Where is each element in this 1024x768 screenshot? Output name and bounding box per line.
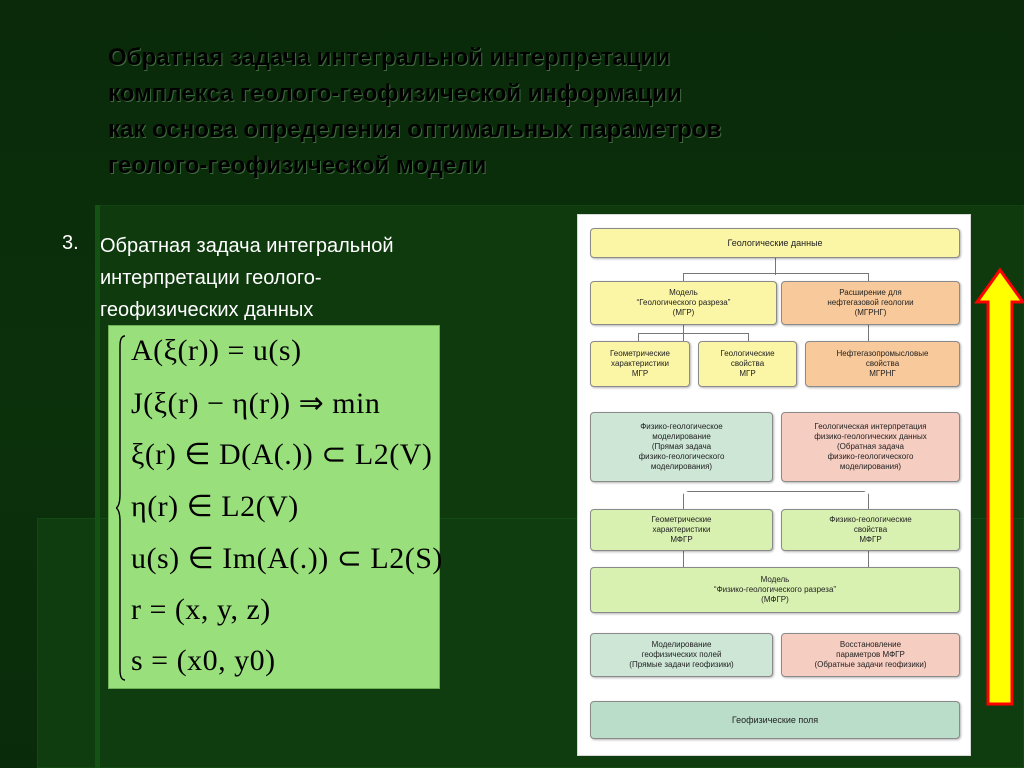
connector [775, 257, 776, 275]
list-item-line: интерпретации геолого- [100, 267, 322, 289]
box-label: физико-геологического [638, 452, 725, 461]
box-label: физико-геологического [827, 452, 914, 461]
box-label: Моделирование [651, 640, 712, 649]
connector [683, 273, 684, 281]
box-label: Модель [669, 288, 698, 297]
box-label: МГР [631, 369, 649, 378]
box-label: моделирования) [839, 462, 902, 471]
box-label: Геометрические [651, 515, 712, 524]
box-geoph-fields-modeling: Моделирование геофизических полей (Прямы… [590, 633, 773, 677]
title-line: Обратная задача интегральной интерпретац… [108, 44, 671, 71]
box-label: характеристики [652, 525, 711, 534]
box-label: (МГРНГ) [854, 308, 887, 317]
box-label: МГР [739, 369, 756, 378]
box-oil-props: Нефтегазопромысловые свойства МГРНГ [805, 341, 960, 387]
connector [868, 491, 869, 509]
connector [868, 273, 869, 281]
box-label: “Геологического разреза” [636, 298, 731, 307]
formula-line: η(r) ∈ L2(V) [131, 490, 299, 523]
box-geom-mgr: Геометрические характеристики МГР [590, 341, 690, 387]
box-label: свойства [853, 525, 888, 534]
box-label: Расширение для [839, 288, 902, 297]
arrow-down-icon [855, 484, 883, 494]
slide-title: Обратная задача интегральной интерпретац… [108, 40, 968, 184]
box-label: свойства [730, 359, 765, 368]
box-label: (МГР) [672, 308, 695, 317]
box-geol-props: Геологические свойства МГР [698, 341, 797, 387]
box-label: МГРНГ [869, 369, 896, 378]
arrow-down-icon [669, 395, 697, 405]
title-line: комплекса геолого-геофизической информац… [108, 80, 682, 107]
box-label: моделирование [652, 432, 711, 441]
formula-line: J(ξ(r) − η(r)) ⇒ min [131, 387, 381, 420]
connector [683, 551, 684, 567]
brace-icon [116, 335, 126, 681]
box-label: параметров МФГР [836, 650, 905, 659]
box-label: Геометрические [610, 349, 670, 358]
box-label: Геофизические поля [731, 715, 819, 725]
up-arrow-icon [974, 267, 1024, 706]
connector [868, 551, 869, 567]
box-fg-props: Физико-геологические свойства МФГР [781, 509, 960, 551]
flow-diagram: Геологические данные Модель “Геологическ… [577, 214, 971, 756]
box-label: характеристики [611, 359, 669, 368]
list-item-line: геофизических данных [100, 299, 314, 321]
box-label: (Обратная задача [837, 442, 904, 451]
box-geoph-fields: Геофизические поля [590, 701, 960, 739]
formula-line: u(s) ∈ Im(A(.)) ⊂ L2(S) [131, 542, 443, 575]
box-label: Геологические данные [727, 238, 823, 248]
arrow-down-icon [669, 484, 697, 494]
connector [683, 273, 868, 274]
box-geo-interpretation: Геологическая интерпретация физико-геоло… [781, 412, 960, 482]
box-label: (МФГР) [761, 595, 789, 604]
title-line: как основа определения оптимальных парам… [108, 116, 722, 143]
box-label: Физико-геологическое [640, 422, 723, 431]
connector [868, 325, 869, 341]
box-label: МФГР [670, 535, 693, 544]
formula-line: ξ(r) ∈ D(A(.)) ⊂ L2(V) [131, 438, 433, 471]
box-label: Геологические [720, 349, 775, 358]
box-label: (Прямая задача [651, 442, 712, 451]
box-label: Физико-геологические [829, 515, 912, 524]
box-label: Нефтегазопромысловые [836, 349, 929, 358]
background-panel-edge [95, 205, 100, 768]
box-label: МФГР [859, 535, 882, 544]
box-mgr-model: Модель “Геологического разреза” (МГР) [590, 281, 777, 325]
box-geological-data: Геологические данные [590, 228, 960, 258]
formula-system: A(ξ(r)) = u(s) J(ξ(r) − η(r)) ⇒ min ξ(r) ∈… [108, 325, 443, 689]
box-label: свойства [865, 359, 900, 368]
box-label: геофизических полей [641, 650, 722, 659]
box-label: Восстановление [839, 640, 902, 649]
list-number: 3. [62, 232, 79, 254]
formula-line: A(ξ(r)) = u(s) [131, 334, 302, 367]
connector [638, 333, 748, 334]
formula-line: r = (x, y, z) [131, 593, 271, 626]
box-mfgr-restore: Восстановление параметров МФГР (Обратные… [781, 633, 960, 677]
box-geom-mfgr: Геометрические характеристики МФГР [590, 509, 773, 551]
connector [748, 333, 749, 341]
box-label: Модель [760, 575, 790, 584]
box-label: нефтегазовой геологии [827, 298, 914, 307]
connector [683, 491, 868, 492]
connector [638, 333, 639, 341]
box-label: (Обратные задачи геофизики) [814, 660, 927, 669]
list-item-line: Обратная задача интегральной [100, 235, 394, 257]
box-label: физико-геологических данных [814, 432, 927, 441]
title-line: геолого-геофизической модели [108, 152, 487, 179]
arrow-down-icon [855, 678, 883, 688]
box-fg-modeling: Физико-геологическое моделирование (Прям… [590, 412, 773, 482]
connector [683, 491, 684, 509]
arrow-down-icon [855, 395, 883, 405]
box-mgrng: Расширение для нефтегазовой геологии (МГ… [781, 281, 960, 325]
box-label: “Физико-геологического разреза” [713, 585, 837, 594]
box-label: моделирования) [650, 462, 713, 471]
box-label: Геологическая интерпретация [814, 422, 927, 431]
arrow-down-icon [669, 678, 697, 688]
box-label: (Прямые задачи геофизики) [629, 660, 734, 669]
arrow-down-icon [761, 615, 789, 625]
formula-line: s = (x0, y0) [131, 644, 276, 677]
box-mfgr-model: Модель “Физико-геологического разреза” (… [590, 567, 960, 613]
list-item-text: Обратная задача интегральной интерпретац… [100, 230, 500, 326]
